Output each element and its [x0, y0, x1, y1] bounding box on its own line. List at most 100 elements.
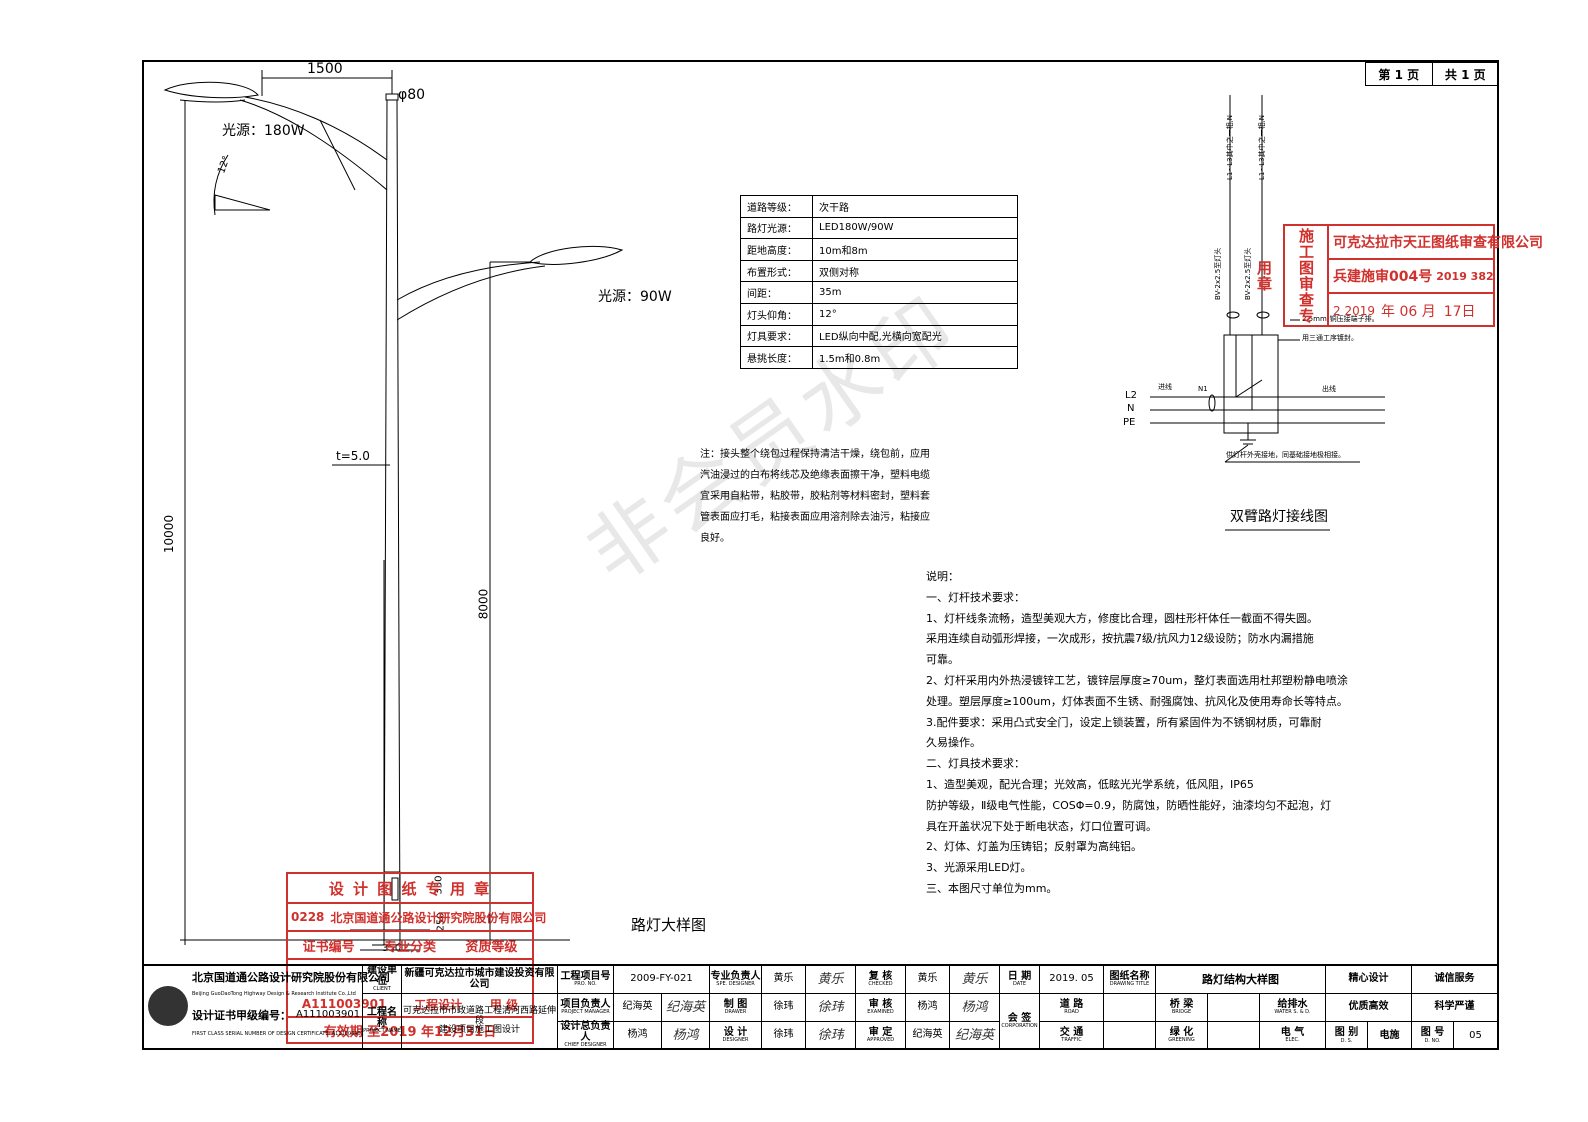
wiring-in-line: 进线: [1158, 383, 1172, 391]
bridge-blank: [1208, 994, 1260, 1022]
drawing-title-value: 路灯结构大样图: [1156, 966, 1326, 994]
table-row: 路灯光源：LED180W/90W: [740, 216, 1018, 240]
project-label-en: PROJECT NAME: [363, 1028, 401, 1035]
company-name-en: Beijing GuoDaoTong Highway Design & Rese…: [192, 991, 356, 997]
checked-en: CHECKED: [868, 981, 893, 988]
review-stamp: 施工图审查专用章 可克达拉市天正图纸审查有限公司 兵建施审004号 2019 3…: [1255, 224, 1543, 327]
cert-label: 设计证书甲级编号：: [192, 1009, 291, 1022]
date-en: DATE: [1012, 981, 1026, 988]
checked-value: 黄乐: [906, 966, 950, 994]
param-value: 1.5m和0.8m: [812, 346, 1018, 369]
motto-4: 科学严谨: [1412, 994, 1497, 1022]
table-row: 悬挑长度：1.5m和0.8m: [740, 346, 1018, 369]
design-stamp-v3: 甲 级: [489, 997, 519, 1012]
thickness-label: t=5.0: [336, 449, 370, 463]
page-counter: 第 1 页 共 1 页: [1365, 62, 1499, 86]
bridge-en: BRIDGE: [1171, 1009, 1192, 1016]
design-stamp-h3: 资质等级: [465, 939, 518, 955]
proj-mgr-label: 项目负责人: [560, 998, 611, 1010]
param-value: LED180W/90W: [812, 216, 1018, 240]
review-stamp-date-day: 17日: [1443, 304, 1476, 320]
date-value: 2019. 05: [1040, 966, 1104, 994]
client-label: 建设单位: [367, 965, 397, 987]
water-label: 给排水: [1277, 998, 1308, 1010]
description-line: 3、光源采用LED灯。: [926, 861, 1032, 875]
client-value: 新疆可克达拉市城市建设投资有限公司: [402, 966, 558, 994]
label-light-low: 光源：90W: [598, 289, 672, 305]
wiring-note-terminal: 2.5mm²铜压接端子排。: [1302, 315, 1379, 323]
wiring-ground-note: 供灯杆外壳接地，同基础接地极相接。: [1226, 451, 1345, 459]
design-stamp-v1: A111003901: [301, 997, 387, 1011]
elec-en: ELEC.: [1285, 1037, 1300, 1044]
lamp-drawing-title: 路灯大样图: [631, 916, 707, 934]
traffic-blank: [1104, 1022, 1156, 1050]
dept-value: 电施: [1368, 1022, 1412, 1050]
no-en: D. NO.: [1424, 1037, 1441, 1044]
spe-signature: 黄乐: [806, 966, 856, 994]
design-stamp-org-code: 0228: [291, 910, 325, 924]
label-light-high: 光源：180W: [222, 123, 305, 139]
design-stamp-h1: 证书编号: [302, 939, 355, 955]
title-block: 北京国道通公路设计研究院股份有限公司 Beijing GuoDaoTong Hi…: [142, 964, 1499, 1050]
traffic-label: 交 通: [1059, 1026, 1084, 1038]
wiring-l2: L2: [1125, 390, 1137, 401]
wiring-title: 双臂路灯接线图: [1230, 509, 1328, 525]
design-stamp-h2: 专业分类: [383, 939, 436, 955]
wiring-cable-1: BV-2x2.5至灯头: [1214, 247, 1222, 300]
dept-en: D. S.: [1340, 1037, 1353, 1044]
water-en: WATER S. & D.: [1274, 1009, 1311, 1016]
chief-label: 设计总负责人: [560, 1021, 611, 1043]
review-stamp-cert-no: 2019 382: [1436, 269, 1494, 283]
checked-label: 复 核: [868, 970, 893, 982]
design-stamp-values: A111003901 工程设计 甲 级: [288, 992, 532, 1018]
wiring-out-line: 出线: [1322, 385, 1336, 393]
design-stamp-headers: 证书编号 专业分类 资质等级: [288, 932, 532, 960]
green-label: 绿 化: [1169, 1026, 1194, 1038]
project-value-cell: 可克达拉市市政道路工程清河西路延伸段建设项目施工图设计: [402, 994, 558, 1050]
description-line: 采用连续自动弧形焊接，一次成形，按抗震7级/抗风力12级设防；防水内漏措施: [926, 632, 1314, 646]
designer-value: 徐玮: [762, 1022, 806, 1050]
cert-en: FIRST CLASS SERIAL NUMBER OF DESIGN CERT…: [192, 1031, 364, 1037]
chief-value: 杨鸿: [614, 1022, 662, 1050]
description-line: 2、灯体、灯盖为压铸铝；反射罩为高纯铝。: [926, 840, 1142, 854]
dim-base-c: 350: [382, 943, 402, 954]
design-stamp: 设 计 图 纸 专 用 章 0228 北京国道通公路设计研究院股份有限公司 证书…: [286, 872, 546, 1044]
client-label-en: CLIENT: [373, 986, 391, 993]
page-total: 共 1 页: [1444, 67, 1486, 82]
elec-label: 电 气: [1280, 1026, 1305, 1038]
designer-signature: 徐玮: [806, 1022, 856, 1050]
project-sub: 建设项目施工图设计: [438, 1025, 520, 1036]
green-blank: [1208, 1022, 1260, 1050]
description-line: 可靠。: [926, 653, 959, 667]
table-row: 距地高度：10m和8m: [740, 238, 1018, 261]
description-line: 二、灯具技术要求：: [926, 757, 1025, 771]
description-line: 一、灯杆技术要求：: [926, 590, 1025, 604]
param-value: 次干路: [812, 195, 1018, 218]
examined-en: EXAMINED: [867, 1009, 894, 1016]
design-stamp-title: 设 计 图 纸 专 用 章: [288, 874, 532, 904]
proj-mgr-signature: 纪海英: [662, 994, 710, 1022]
checked-signature: 黄乐: [950, 966, 1000, 994]
wiring-top-label-2: L1~L3其中之一相,N: [1258, 114, 1266, 180]
approved-signature: 纪海英: [950, 1022, 1000, 1050]
description-line: 具在开盖状况下处于断电状态，灯口位置可调。: [926, 819, 1157, 833]
design-stamp-org-name: 北京国道通公路设计研究院股份有限公司: [330, 910, 547, 925]
description-line: 处理。塑层厚度≥100um，灯体表面不生锈、耐强腐蚀、抗风化及使用寿命长等特点。: [926, 694, 1348, 708]
no-label: 图 号: [1420, 1027, 1445, 1039]
